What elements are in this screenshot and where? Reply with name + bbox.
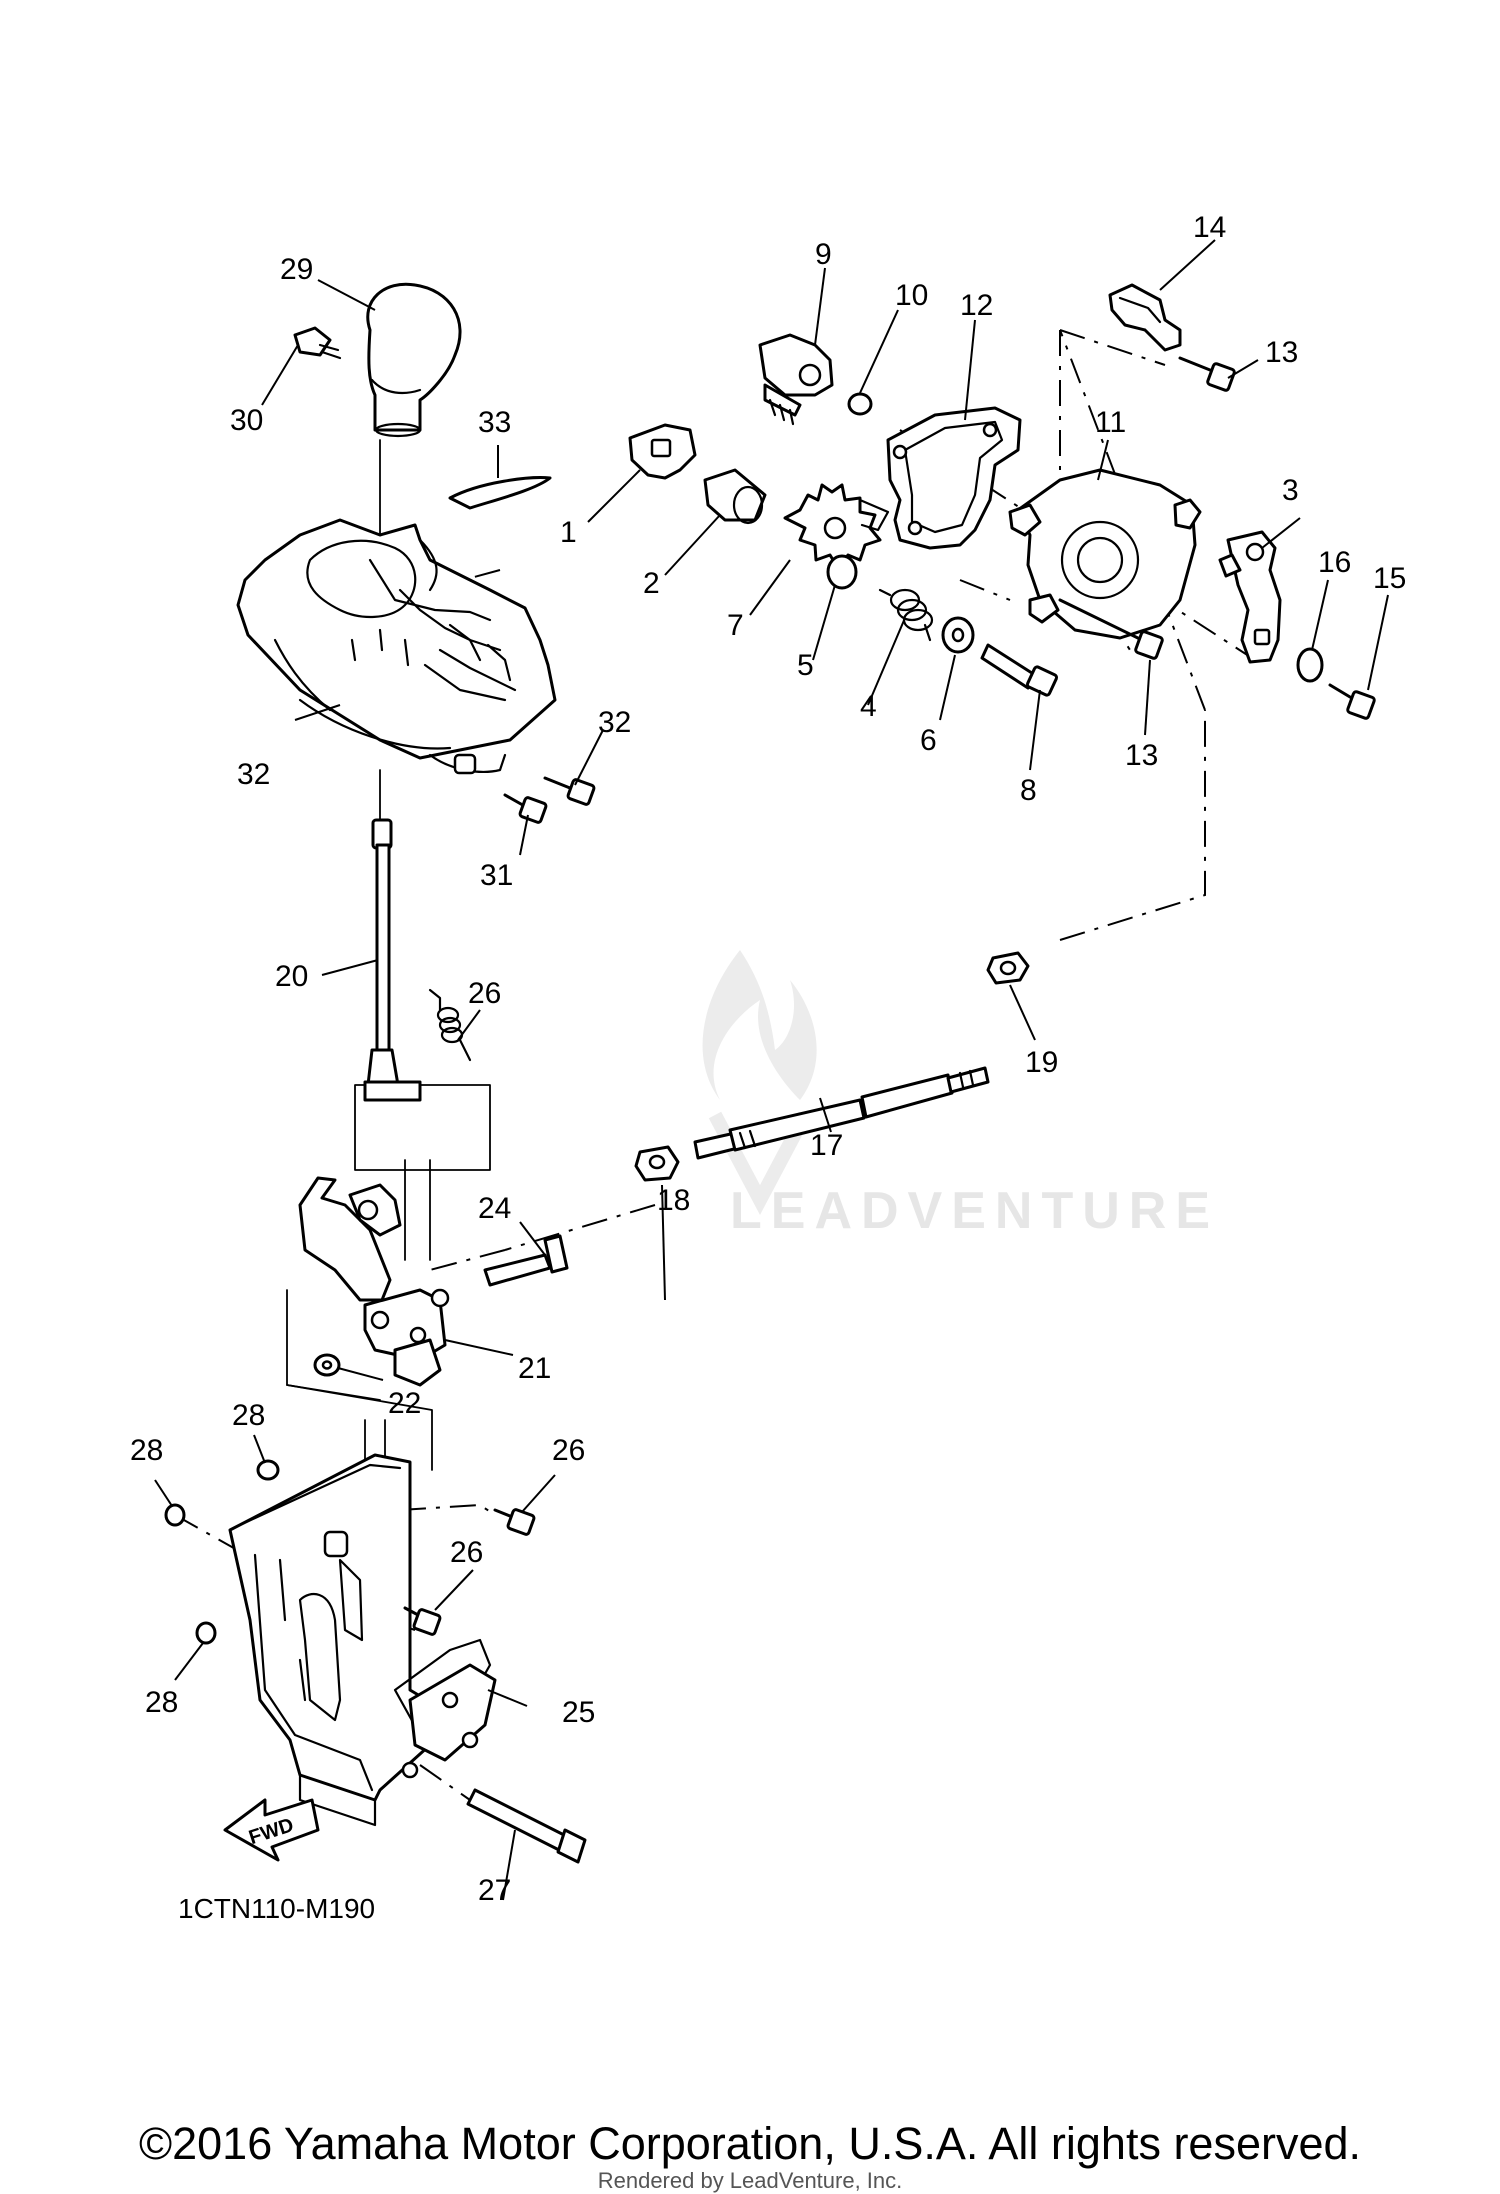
leader-lines [154,239,1389,1901]
callout: 13 [1265,336,1298,369]
spring-part [878,588,934,642]
watermark: LEADVENTURE [702,950,1219,1240]
shift-console-part [236,518,557,775]
callout: 9 [815,238,832,271]
washer-part [256,1459,280,1481]
callout: 7 [727,609,744,642]
callout: 19 [1025,1046,1058,1079]
washer-part [195,1621,217,1645]
callout: 10 [895,279,928,312]
bolt-part [493,1508,536,1536]
callout: 1 [560,516,577,549]
callout: 16 [1318,546,1351,579]
diagram-code: 1CTN110-M190 [178,1893,376,1924]
watermark-text: LEADVENTURE [730,1182,1219,1240]
bolt-part [483,1234,569,1287]
bolt-part [503,793,548,824]
callout: 21 [518,1352,551,1385]
copyright-notice: ©2016 Yamaha Motor Corporation, U.S.A. A… [138,2118,1362,2169]
bracket-part [1108,283,1182,352]
callout: 32 [598,706,631,739]
callout: 26 [552,1434,585,1467]
shaft-part [693,1066,990,1160]
shift-knob-part [366,282,462,438]
nut-part [986,951,1030,985]
bolt-part [403,1606,442,1636]
label-sticker-part [448,476,552,510]
callout: 3 [1282,474,1299,507]
bolt-part [980,643,1059,697]
callout: 24 [478,1192,511,1225]
callout: 11 [1095,406,1126,439]
bushing-part [703,468,767,525]
callout: 8 [1020,774,1037,807]
shift-cam-part [628,423,697,480]
callout: 28 [145,1686,178,1719]
washer-part [313,1353,341,1377]
shift-lever-part [298,1176,450,1387]
o-ring-part [847,392,873,416]
callout: 17 [810,1129,843,1162]
callout: 25 [562,1696,595,1729]
washer-part [1296,647,1324,683]
callout: 6 [920,724,937,757]
gear-segment-part [783,483,890,570]
bolt-part [1178,356,1236,392]
callout: 31 [480,859,513,892]
callout: 14 [1193,211,1226,244]
bolt-part [466,1788,587,1864]
callout: 15 [1373,562,1406,595]
washer-part [941,616,975,654]
spring-part [428,988,472,1062]
clip-part [293,326,342,360]
callout: 20 [275,960,308,993]
callout: 28 [130,1434,163,1467]
bracket-part [228,1453,497,1827]
gear-shaft-part [758,333,834,426]
bolt-part [543,776,596,806]
callout: 33 [478,406,511,439]
cover-part [1008,468,1202,640]
callout: 12 [960,289,993,322]
callout: 22 [388,1387,421,1420]
callout: 13 [1125,739,1158,772]
callout: 28 [232,1399,265,1432]
callout: 2 [643,567,660,600]
callout: 26 [468,977,501,1010]
callout-labels: 29 30 33 1 2 5 7 4 6 8 9 10 12 11 14 13 … [130,211,1406,1907]
callout: 27 [478,1874,511,1907]
callout: 32 [237,758,270,791]
gasket-part [886,406,1022,550]
washer-part [164,1503,186,1527]
nut-part [634,1145,680,1182]
rendered-by-notice: Rendered by LeadVenture, Inc. [597,2168,903,2193]
callout: 30 [230,404,263,437]
callout: 29 [280,253,313,286]
callout: 26 [450,1536,483,1569]
washer-part [826,554,858,590]
direction-arrow: FWD [223,1798,320,1862]
callout: 18 [657,1184,690,1217]
shift-arm-part [1218,530,1282,664]
callout: 5 [797,649,814,682]
bolt-part [1328,683,1376,720]
callout: 4 [860,690,877,723]
shift-rod-part [363,818,422,1102]
bolt-part [1058,598,1164,660]
